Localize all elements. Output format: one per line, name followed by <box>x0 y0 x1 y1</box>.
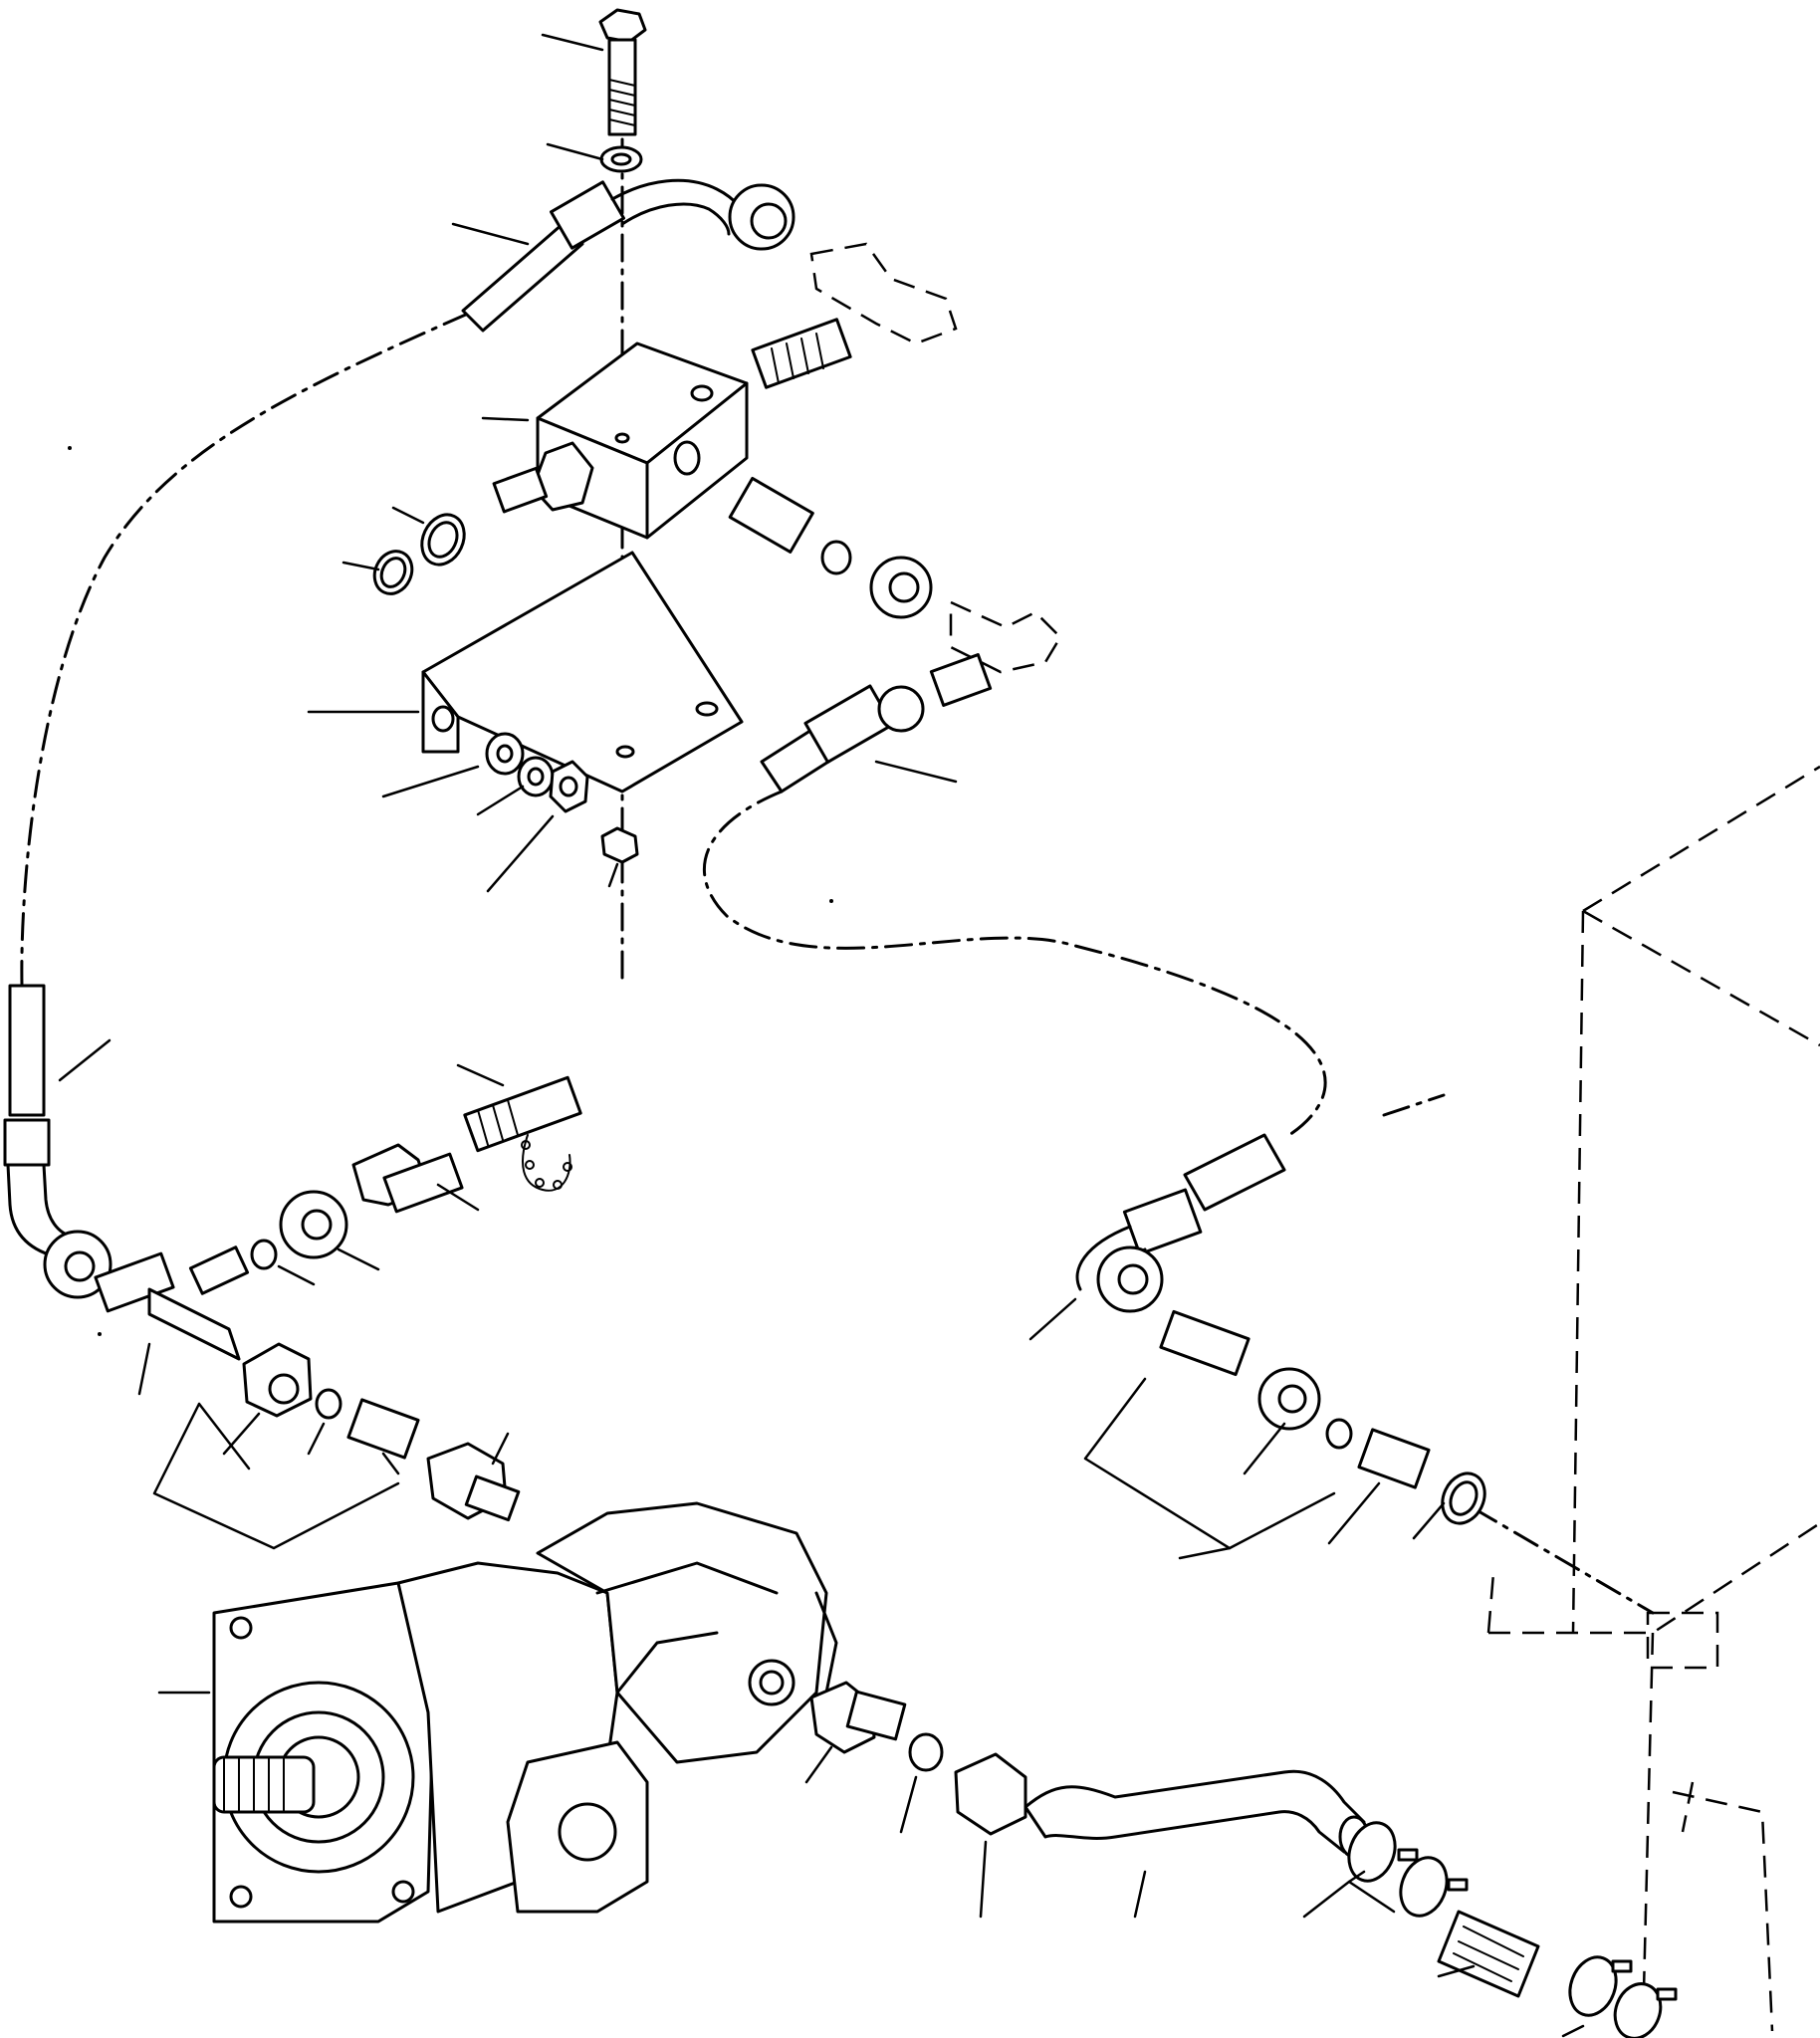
mounting-bracket <box>421 551 744 793</box>
lock-washer <box>517 756 555 797</box>
nut <box>549 760 589 813</box>
hose-clamp <box>1347 1821 1469 1918</box>
hydraulic-pump <box>212 1501 838 1924</box>
bent-tube-upper <box>461 178 796 333</box>
hose-clamp <box>1568 1955 1678 2038</box>
connector <box>1159 1309 1431 1489</box>
leader-lines <box>58 33 1585 2038</box>
tee-fitting <box>751 242 958 389</box>
nut <box>600 826 639 864</box>
tube-left <box>3 984 113 1299</box>
hose <box>1437 1910 1540 1998</box>
tube-right-upper <box>760 684 925 793</box>
washer <box>599 145 643 173</box>
elbow-tube-right <box>1075 1133 1286 1313</box>
seal-ring <box>1441 1472 1486 1525</box>
connector <box>242 1342 521 1522</box>
tank-outline <box>1486 765 1820 2032</box>
o-ring <box>420 513 466 566</box>
o-ring <box>372 550 414 595</box>
suction-tube <box>1024 1769 1370 1859</box>
connector <box>728 476 1062 707</box>
valve-block <box>492 341 749 540</box>
washer <box>485 732 525 776</box>
connector <box>809 1681 1027 1836</box>
bolt <box>598 8 647 136</box>
adapter <box>351 1143 464 1214</box>
tee-fitting <box>94 1190 348 1361</box>
test-coupling <box>463 1075 582 1192</box>
